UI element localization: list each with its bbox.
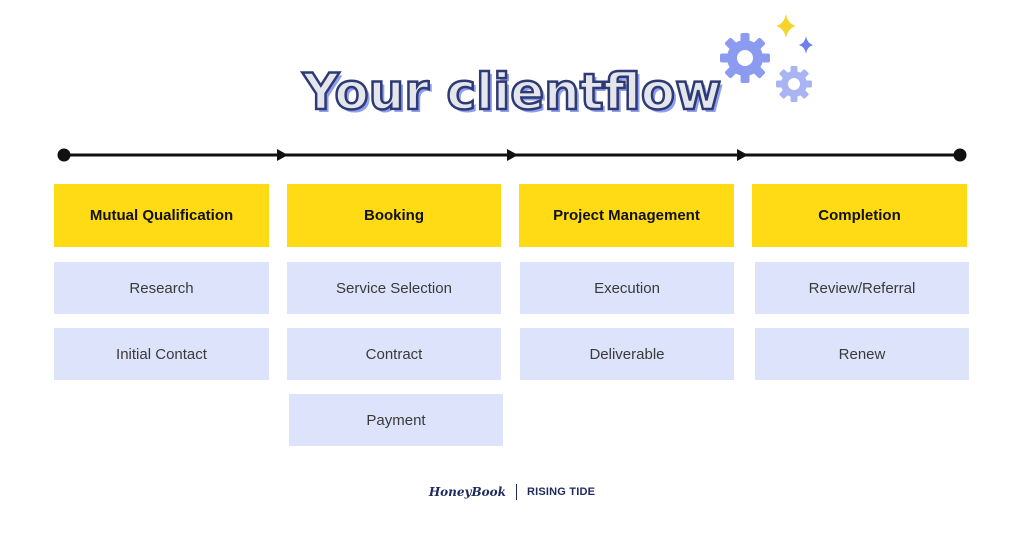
timeline-start-dot	[57, 148, 71, 162]
step-box: Deliverable	[520, 328, 734, 380]
honeybook-logo: HoneyBook	[428, 485, 506, 499]
footer-branding: HoneyBook RISING TIDE	[0, 484, 1024, 500]
rising-tide-logo: RISING TIDE	[526, 486, 596, 498]
brand-divider	[515, 484, 517, 500]
stage-header-project-management: Project Management	[519, 184, 734, 247]
timeline-arrow-icon	[737, 149, 748, 161]
yellow-sparkle-icon	[776, 14, 796, 38]
stage-header-mutual-qualification: Mutual Qualification	[54, 184, 269, 247]
timeline-arrow-icon	[507, 149, 518, 161]
step-box: Renew	[755, 328, 969, 380]
large-gear-icon	[720, 33, 770, 83]
step-box: Service Selection	[287, 262, 501, 314]
step-box: Payment	[289, 394, 503, 446]
timeline-end-dot	[953, 148, 967, 162]
step-box: Execution	[520, 262, 734, 314]
step-box: Initial Contact	[54, 328, 269, 380]
blue-sparkle-icon	[799, 36, 813, 54]
timeline-arrow-icon	[277, 149, 288, 161]
step-box: Contract	[287, 328, 501, 380]
page-title: Your clientflow	[301, 62, 722, 123]
step-box: Research	[54, 262, 269, 314]
step-box: Review/Referral	[755, 262, 969, 314]
small-gear-icon	[776, 66, 812, 102]
stage-header-completion: Completion	[752, 184, 967, 247]
stage-header-booking: Booking	[287, 184, 501, 247]
